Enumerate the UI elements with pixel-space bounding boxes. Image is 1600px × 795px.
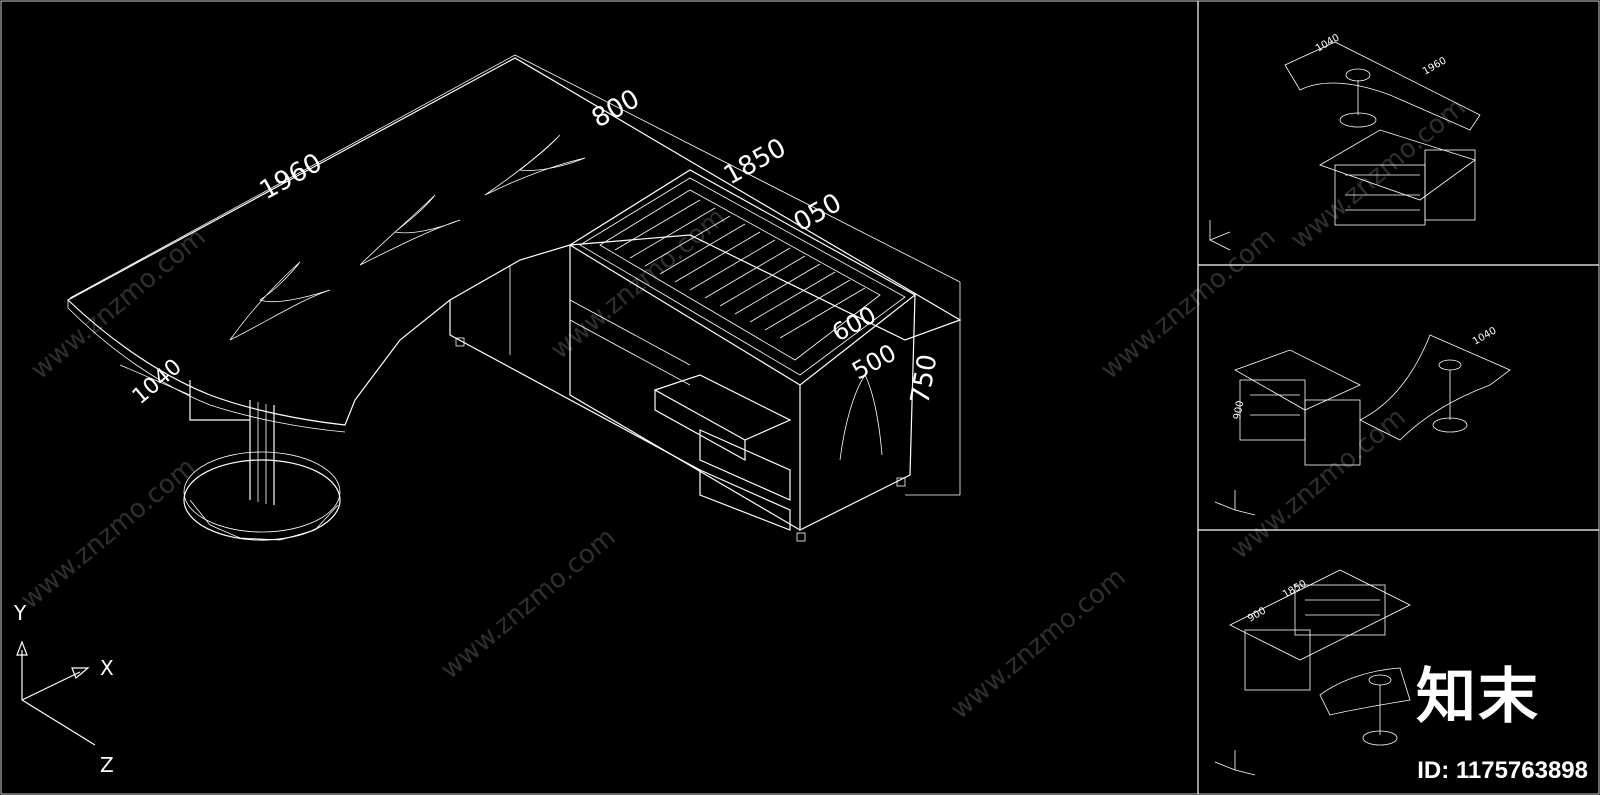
desk-main-drawing: 1960 800 1850 050 600 500 750 1040 bbox=[66, 54, 962, 542]
svg-text:www.znzmo.com: www.znzmo.com bbox=[1095, 222, 1281, 385]
dim-1960: 1960 bbox=[255, 148, 327, 206]
drawer-open-top bbox=[653, 374, 792, 441]
side-arch bbox=[839, 374, 883, 461]
modesty-panel bbox=[189, 380, 250, 421]
drawer-2 bbox=[699, 429, 791, 501]
axis-z-label: Z bbox=[100, 753, 114, 777]
axis-y-label: Y bbox=[13, 601, 27, 625]
drawer-3 bbox=[699, 469, 791, 531]
svg-text:1960: 1960 bbox=[1421, 55, 1449, 77]
view-middle-right: 1040 900 bbox=[1214, 325, 1511, 516]
svg-text:1040: 1040 bbox=[1471, 325, 1499, 347]
svg-text:www.znzmo.com: www.znzmo.com bbox=[1285, 92, 1471, 255]
axis-x-label: X bbox=[100, 656, 114, 680]
dim-1040: 1040 bbox=[128, 354, 187, 409]
svg-text:www.znzmo.com: www.znzmo.com bbox=[1225, 402, 1411, 565]
desk-top-edge bbox=[67, 300, 346, 433]
mesh-hatch bbox=[614, 199, 866, 339]
leg-base bbox=[183, 459, 341, 541]
dim-500: 500 bbox=[847, 339, 901, 386]
view-bottom-right: 1850 900 bbox=[1214, 569, 1411, 776]
grain-3 bbox=[484, 134, 586, 196]
svg-text:900: 900 bbox=[1246, 606, 1268, 625]
id-label: ID: 1175763898 bbox=[1417, 757, 1588, 784]
dim-800: 800 bbox=[587, 84, 645, 134]
cabinet-front bbox=[569, 245, 801, 531]
dim-1050: 050 bbox=[789, 188, 847, 238]
svg-text:www.znzmo.com: www.znzmo.com bbox=[25, 222, 211, 385]
desk-top bbox=[66, 57, 962, 426]
ucs-axis-icon: Y X Z bbox=[13, 601, 114, 777]
cabinet-side bbox=[799, 294, 916, 531]
svg-text:www.znzmo.com: www.znzmo.com bbox=[945, 562, 1131, 725]
svg-text:www.znzmo.com: www.znzmo.com bbox=[15, 452, 201, 615]
svg-text:1040: 1040 bbox=[1314, 32, 1342, 54]
cabinet-mesh-area bbox=[599, 189, 881, 361]
grain-2 bbox=[359, 194, 461, 266]
dim-600: 600 bbox=[827, 301, 881, 348]
dim-1850: 1850 bbox=[719, 133, 791, 191]
dim-750: 750 bbox=[905, 352, 943, 406]
dim-line-1040 bbox=[119, 364, 191, 396]
svg-text:www.znzmo.com: www.znzmo.com bbox=[545, 202, 731, 365]
svg-text:www.znzmo.com: www.znzmo.com bbox=[435, 522, 621, 685]
grain-1 bbox=[229, 261, 331, 341]
cabinet-base-left bbox=[449, 300, 701, 471]
dim-line-1850 bbox=[514, 54, 961, 283]
brand-logo: 知末 bbox=[1416, 662, 1540, 732]
svg-text:900: 900 bbox=[1232, 400, 1246, 421]
dim-line-1960 bbox=[69, 54, 516, 299]
